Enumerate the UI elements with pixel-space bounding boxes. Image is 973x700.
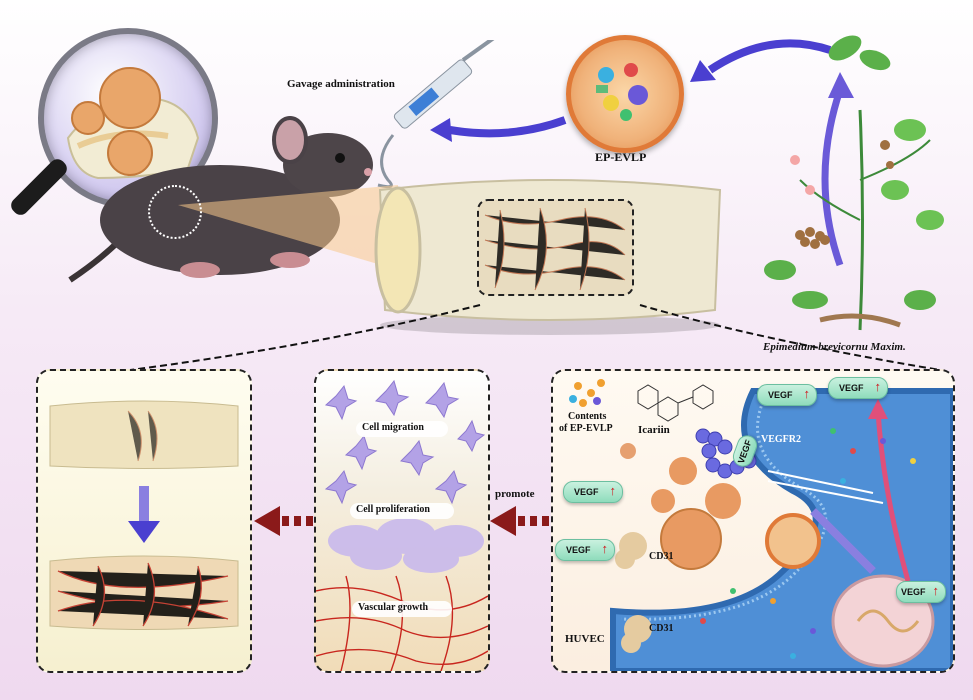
ep-evlp-label: EP-EVLP	[595, 150, 647, 164]
cell-art	[316, 379, 488, 671]
arrow-panel2-to-panel1-icon	[254, 506, 313, 536]
contents-label-2: of EP-EVLP	[559, 423, 613, 434]
icariin-label: Icariin	[638, 424, 670, 436]
cell-migration-label: Cell migration	[362, 422, 424, 433]
cd31-label-2: CD31	[649, 623, 674, 634]
up-arrow-icon: ↑	[803, 386, 811, 401]
arrow-to-evlp-icon	[690, 39, 832, 82]
cellular-effects-panel: Cell migration Cell proliferation Vascul…	[314, 369, 490, 673]
mechanism-panel: Contents of EP-EVLP Icariin VEGF↑ VEGF↑ …	[551, 369, 955, 673]
vegfr2-label: VEGFR2	[761, 434, 801, 445]
mechanism-art	[569, 379, 953, 671]
syringe-icon	[377, 40, 495, 189]
vegf-label: VEGF	[768, 390, 793, 400]
up-arrow-icon: ↑	[932, 583, 940, 598]
cd31-label-1: CD31	[649, 551, 674, 562]
contents-label-1: Contents	[568, 411, 607, 422]
up-arrow-icon: ↑	[609, 483, 617, 498]
huvec-label: HUVEC	[565, 633, 605, 645]
vegf-pill-3: VEGF ↑	[563, 481, 623, 503]
vegf-pill-4: VEGF ↑	[555, 539, 615, 561]
vegf-label: VEGF	[839, 383, 864, 393]
vesicle-contents-icon	[596, 63, 648, 121]
vegf-pill-2: VEGF ↑	[828, 377, 888, 399]
vegf-label: VEGF	[574, 487, 599, 497]
bone-closeup-icon	[66, 67, 200, 180]
up-arrow-icon: ↑	[601, 541, 609, 556]
arrow-plant-up-icon	[821, 72, 854, 267]
ep-evlp-vesicle-icon	[566, 35, 684, 153]
bone-comparison-art	[49, 400, 239, 630]
vegf-pill-5: VEGF ↑	[896, 581, 946, 603]
vascular-growth-label: Vascular growth	[358, 602, 429, 613]
vegf-label: VEGF	[566, 545, 591, 555]
zoom-beam-icon	[178, 185, 398, 270]
arrow-panel3-to-panel2-icon	[490, 506, 549, 536]
gavage-label: Gavage administration	[287, 78, 395, 90]
vegf-label: VEGF	[901, 587, 926, 597]
up-arrow-icon: ↑	[874, 379, 882, 394]
vegf-pill-1: VEGF ↑	[757, 384, 817, 406]
connector-lines	[89, 304, 941, 376]
bone-icon	[374, 179, 722, 335]
plant-label: Epimedium brevicornu Maxim.	[763, 341, 906, 353]
arrow-to-syringe-icon	[430, 116, 567, 142]
target-circle-icon	[148, 185, 202, 239]
mouse-icon	[68, 116, 373, 283]
promote-label: promote	[495, 488, 535, 500]
cell-proliferation-label: Cell proliferation	[356, 504, 430, 515]
bone-comparison-panel	[36, 369, 252, 673]
vegf-label: VEGF	[735, 438, 754, 465]
epimedium-plant-icon	[764, 35, 944, 331]
